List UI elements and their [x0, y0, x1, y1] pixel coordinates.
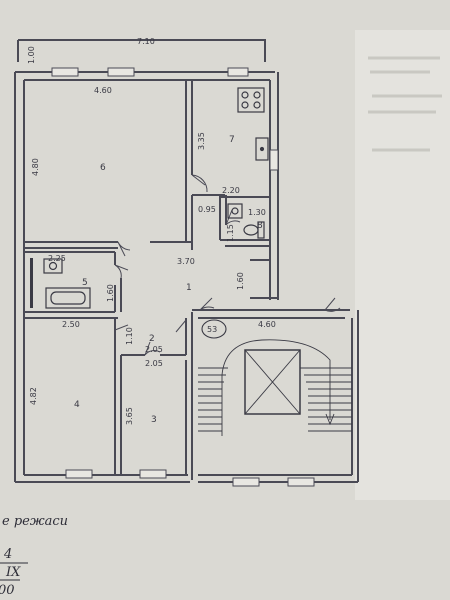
walls — [14, 39, 359, 483]
dim-hall-width: 3.70 — [177, 257, 195, 266]
room-number-5: 5 — [82, 278, 88, 288]
fraction-denominator: IX — [5, 565, 21, 580]
kitchen-sink-icon — [255, 137, 269, 161]
room-number-7: 7 — [229, 135, 235, 145]
bottom-number: 00 — [0, 583, 15, 598]
toilet-icon — [243, 221, 265, 239]
dim-bath-height: 0.95 — [198, 205, 216, 214]
dim-room6-height: 4.80 — [31, 158, 40, 176]
room-number-8: 8 — [257, 221, 263, 231]
background-page — [355, 30, 450, 500]
dim-wc-height: 1.15 — [226, 224, 235, 242]
dim-room3-height: 3.65 — [125, 407, 134, 425]
dim-stair-width: 4.60 — [258, 320, 276, 329]
washbasin-icon — [227, 203, 243, 219]
radiator-icon — [30, 258, 33, 308]
room-number-1: 1 — [186, 283, 192, 293]
bathtub-icon — [45, 287, 91, 309]
bath-sink-icon — [43, 258, 63, 274]
dim-room4-width: 2.50 — [62, 320, 80, 329]
dim-room5-height: 1.60 — [106, 284, 115, 302]
apartment-number: 53 — [207, 325, 217, 334]
dim-top-width: 7.10 — [137, 37, 155, 46]
dim-left-offset: 1.00 — [27, 46, 36, 64]
room-number-6: 6 — [100, 163, 106, 173]
dim-bath-width: 2.20 — [222, 186, 240, 195]
stove-icon — [237, 87, 265, 113]
plan-caption: е режаси — [2, 514, 68, 529]
dim-room2-height: 1.10 — [125, 327, 134, 345]
dim-room4-height: 4.82 — [29, 387, 38, 405]
background-page-text — [368, 56, 442, 152]
room-number-4: 4 — [74, 400, 80, 410]
staircase — [198, 339, 352, 436]
dim-room7-height: 3.35 — [197, 132, 206, 150]
dim-room5-width: 2.25 — [48, 254, 66, 263]
doors — [114, 174, 341, 356]
dim-room6-width: 4.60 — [94, 86, 112, 95]
windows — [51, 67, 315, 487]
dim-hall-height: 1.60 — [236, 272, 245, 290]
room-number-3: 3 — [151, 415, 157, 425]
apartment-number-marker — [201, 319, 227, 339]
dim-wc-width: 1.30 — [248, 208, 266, 217]
dim-room2-width-bottom: 2.05 — [145, 359, 163, 368]
fraction-numerator: 4 — [3, 547, 12, 562]
dim-room2-width-top: 2.05 — [145, 345, 163, 354]
room-number-2: 2 — [149, 334, 155, 344]
